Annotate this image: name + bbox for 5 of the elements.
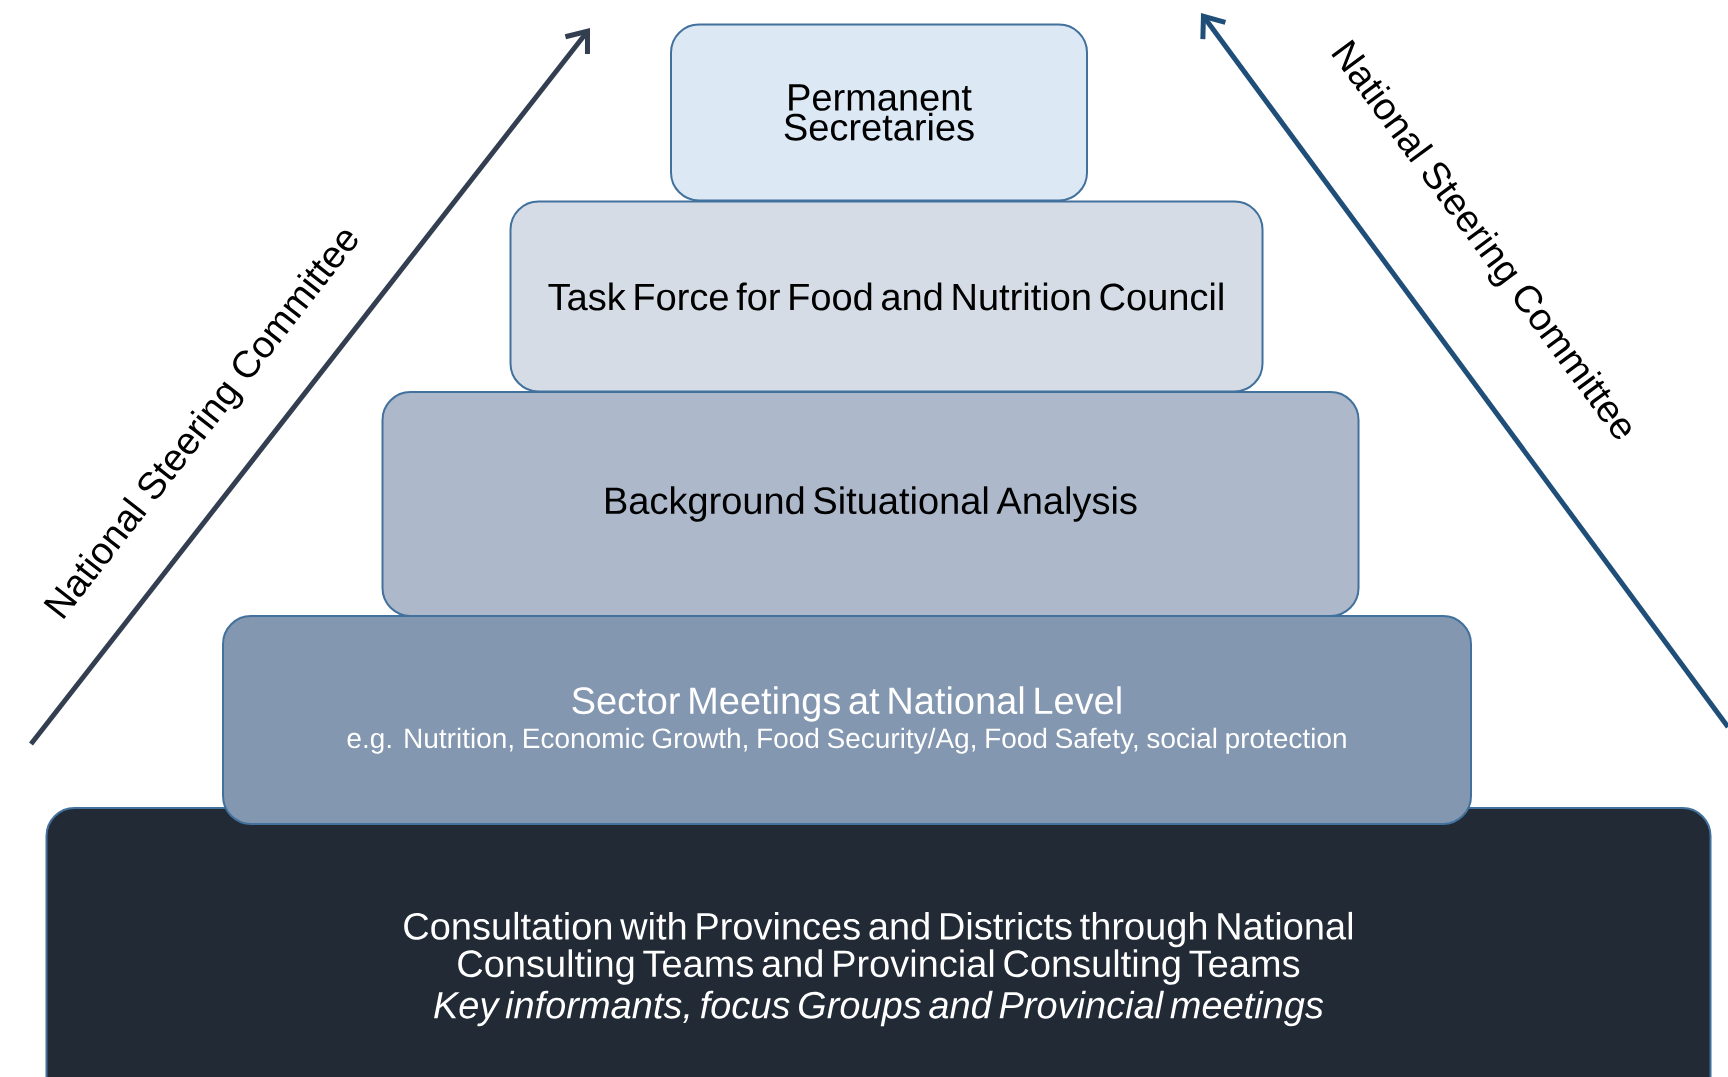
level-box: Background Situational Analysis — [381, 391, 1360, 617]
level-box: Permanent Secretaries — [670, 23, 1088, 202]
level-box: Task Force for Food and Nutrition Council — [509, 200, 1264, 393]
level-box: Consultation with Provinces and Districts through National Consulting Teams and Provincial Consulting Teams Key informants, focus Groups and Provincial meetings — [45, 807, 1712, 1077]
level-box: Sector Meetings at National Level e.g. Nutrition, Economic Growth, Food Security/Ag, Food Safety, social protection — [222, 615, 1472, 825]
